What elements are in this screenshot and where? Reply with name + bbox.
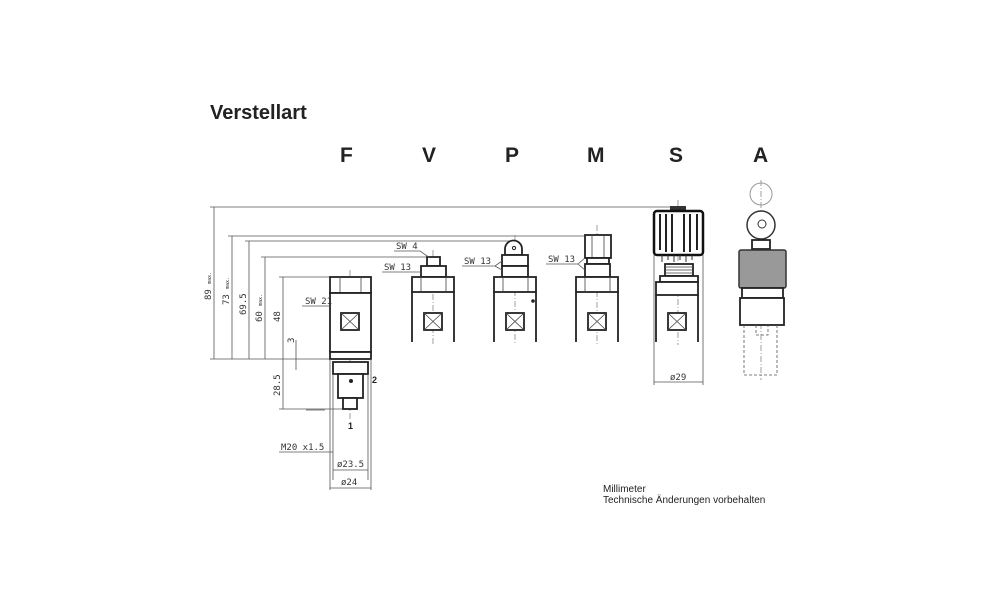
height-dimensions: 89 73 69.5 60 48 3 28.5 max. max. max. (204, 272, 297, 396)
svg-text:max.: max. (225, 277, 231, 289)
sw21-label: SW 21 (305, 297, 332, 307)
valve-f: SW 21 2 1 M20 x1.5 ø23.5 ø24 (279, 270, 377, 490)
variant-label-p: P (505, 144, 519, 167)
variant-label-v: V (422, 144, 436, 167)
valve-a (738, 180, 787, 380)
valve-p: SW 13 (462, 235, 537, 345)
svg-text:73: 73 (222, 294, 232, 305)
svg-text:89: 89 (204, 289, 214, 300)
extension-lines (210, 206, 672, 410)
valve-s: ø29 (652, 200, 705, 385)
sw13-p-label: SW 13 (464, 257, 491, 267)
variant-label-a: A (753, 144, 768, 167)
svg-text:48: 48 (273, 311, 283, 322)
valve-m: SW 13 (546, 225, 619, 345)
svg-text:3: 3 (287, 338, 297, 343)
dia-24-label: ø24 (341, 478, 357, 488)
dia-23-5-label: ø23.5 (337, 460, 364, 470)
sw13-m-label: SW 13 (548, 255, 575, 265)
thread-label: M20 x1.5 (281, 443, 324, 453)
units-note: Millimeter (603, 484, 646, 495)
disclaimer-note: Technische Änderungen vorbehalten (603, 494, 765, 506)
svg-text:max.: max. (258, 294, 264, 306)
variant-label-f: F (340, 144, 353, 167)
dia-29-label: ø29 (670, 373, 686, 383)
sw13-v-label: SW 13 (384, 263, 411, 273)
variant-label-m: M (587, 144, 605, 167)
sw4-label: SW 4 (396, 242, 418, 252)
port-2-label: 2 (372, 375, 377, 385)
variant-label-s: S (669, 144, 683, 167)
port-1-label: 1 (348, 421, 353, 431)
svg-text:69.5: 69.5 (239, 293, 249, 315)
svg-text:60: 60 (255, 311, 265, 322)
drawing-title: Verstellart (210, 102, 307, 124)
svg-text:max.: max. (207, 272, 213, 284)
valve-v: SW 4 SW 13 (382, 242, 455, 345)
svg-text:28.5: 28.5 (273, 374, 283, 396)
